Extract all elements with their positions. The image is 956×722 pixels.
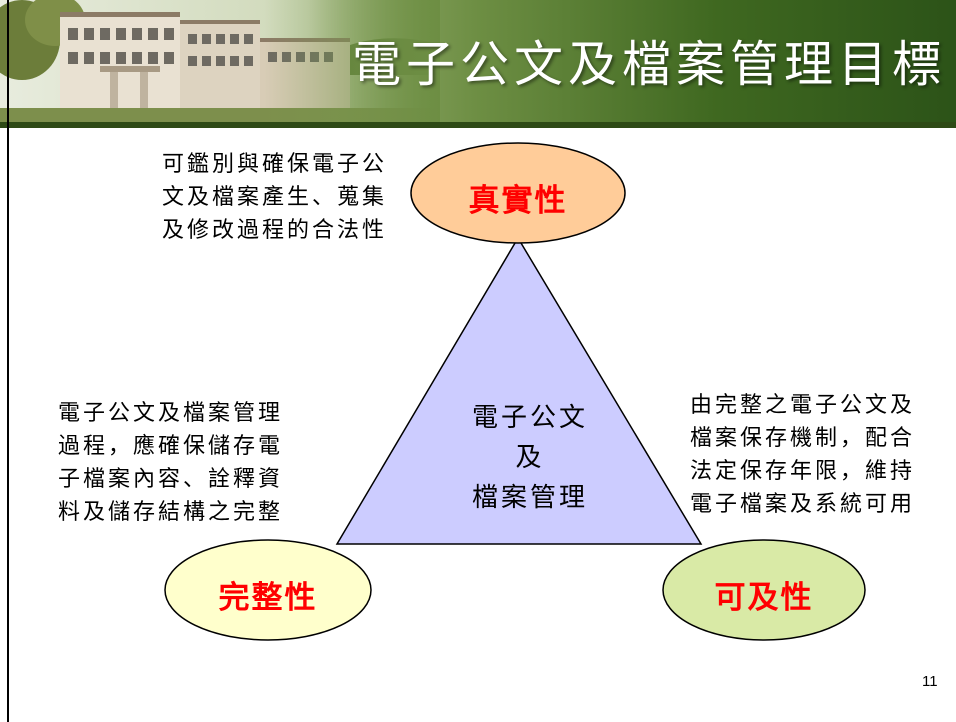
campus-building-photo — [0, 0, 440, 128]
page-number: 11 — [922, 673, 938, 690]
integrity-description: 電子公文及檔案管理 過程，應確保儲存電 子檔案內容、詮釋資 料及儲存結構之完整 — [58, 397, 283, 529]
description-line: 及修改過程的合法性 — [162, 218, 388, 243]
title-banner: 電子公文及檔案管理目標 — [0, 0, 956, 128]
accessibility-label: 可及性 — [714, 580, 814, 616]
authenticity-description: 可鑑別與確保電子公 文及檔案產生、蒐集 及修改過程的合法性 — [162, 148, 387, 247]
right-ellipse — [662, 539, 866, 641]
authenticity-label: 真實性 — [468, 183, 568, 219]
description-line: 可鑑別與確保電子公 — [162, 152, 388, 177]
center-line-3: 檔案管理 — [471, 483, 588, 513]
top-ellipse — [410, 142, 626, 244]
description-line: 由完整之電子公文及 — [690, 393, 916, 418]
description-line: 子檔案內容、詮釋資 — [58, 467, 284, 492]
description-line: 法定保存年限，維持 — [690, 459, 916, 484]
center-label: 電子公文 及 檔案管理 — [430, 398, 630, 518]
center-line-2: 及 — [515, 443, 545, 473]
description-line: 電子檔案及系統可用 — [690, 492, 916, 517]
description-line: 電子公文及檔案管理 — [58, 401, 284, 426]
description-line: 文及檔案產生、蒐集 — [162, 185, 388, 210]
description-line: 料及儲存結構之完整 — [58, 500, 284, 525]
integrity-label: 完整性 — [218, 580, 318, 616]
accessibility-description: 由完整之電子公文及 檔案保存機制，配合 法定保存年限，維持 電子檔案及系統可用 — [690, 389, 915, 521]
center-triangle — [335, 236, 703, 545]
left-border-line — [7, 0, 9, 722]
slide-title: 電子公文及檔案管理目標 — [351, 36, 946, 93]
description-line: 過程，應確保儲存電 — [58, 434, 284, 459]
header-divider — [0, 122, 956, 128]
center-line-1: 電子公文 — [471, 403, 588, 433]
description-line: 檔案保存機制，配合 — [690, 426, 916, 451]
left-ellipse — [164, 539, 372, 641]
